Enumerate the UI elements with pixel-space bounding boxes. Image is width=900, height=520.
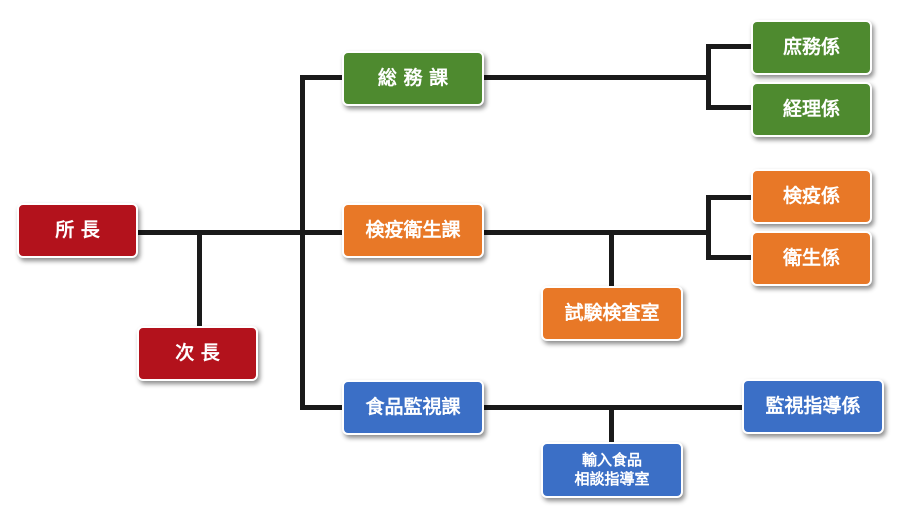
node-jicho: 次 長 bbox=[137, 326, 258, 381]
node-shomugakari: 庶務係 bbox=[751, 20, 872, 75]
connector-line bbox=[706, 255, 754, 260]
node-shokuhinkanshika: 食品監視課 bbox=[342, 380, 484, 435]
node-shocho: 所 長 bbox=[17, 203, 138, 258]
connector-line bbox=[300, 75, 305, 408]
connector-line bbox=[300, 75, 348, 80]
node-shikenkensashitsu: 試験検査室 bbox=[541, 286, 683, 341]
connector-line bbox=[138, 230, 348, 235]
node-yunyushidoshitsu: 輸入食品 相談指導室 bbox=[541, 442, 683, 498]
node-kenekigakari: 検疫係 bbox=[751, 169, 872, 224]
connector-line bbox=[706, 195, 711, 260]
connector-line bbox=[706, 44, 754, 49]
connector-line bbox=[706, 105, 754, 110]
connector-line bbox=[300, 405, 348, 410]
node-kenekieiseika: 検疫衛生課 bbox=[342, 203, 484, 258]
node-eiseigakari: 衛生係 bbox=[751, 231, 872, 286]
connector-line bbox=[706, 195, 754, 200]
connector-line bbox=[197, 230, 202, 342]
connector-line bbox=[482, 230, 708, 235]
connector-line bbox=[706, 44, 711, 110]
connector-line bbox=[609, 405, 614, 445]
connector-line bbox=[482, 75, 708, 80]
node-somuka: 総 務 課 bbox=[342, 51, 484, 106]
node-kanshishidogakari: 監視指導係 bbox=[742, 379, 884, 434]
connector-line bbox=[609, 230, 614, 288]
node-keirigakari: 経理係 bbox=[751, 82, 872, 137]
